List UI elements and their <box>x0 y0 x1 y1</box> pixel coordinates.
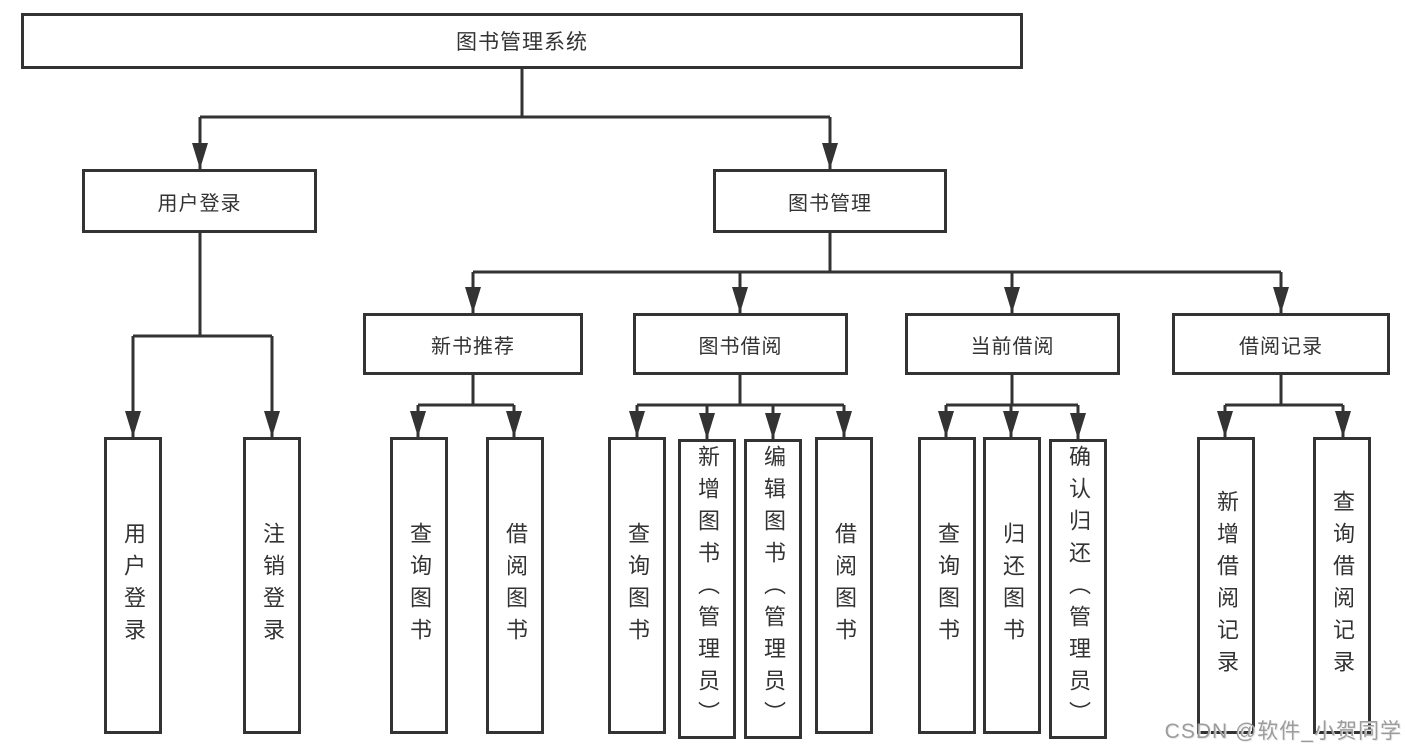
node-label: 借阅图书 <box>503 521 528 650</box>
leaf-query-borrow-record: 查询借阅记录 <box>1313 437 1371 734</box>
leaf-query-books-3: 查询图书 <box>918 437 976 734</box>
node-label: 归还图书 <box>1000 521 1025 650</box>
leaf-add-borrow-record: 新增借阅记录 <box>1197 437 1255 734</box>
watermark: CSDN @软件_小贺同学 <box>1164 720 1402 743</box>
node-label: 借阅记录 <box>1239 335 1323 358</box>
leaf-borrow-books-1: 借阅图书 <box>486 437 544 734</box>
node-label: 新增图书（管理员） <box>695 445 720 733</box>
node-label: 当前借阅 <box>970 335 1055 358</box>
node-label: 用户登录 <box>121 521 146 650</box>
leaf-add-books-admin: 新增图书（管理员） <box>678 439 736 739</box>
node-label: 新书推荐 <box>431 335 515 358</box>
node-label: 用户登录 <box>157 192 242 215</box>
node-user-login-branch: 用户登录 <box>82 169 317 233</box>
node-label: 借阅图书 <box>832 521 857 650</box>
leaf-query-books-2: 查询图书 <box>608 437 666 734</box>
node-label: 查询图书 <box>407 521 432 650</box>
node-label: 图书管理 <box>788 192 872 215</box>
leaf-logout: 注销登录 <box>243 437 301 734</box>
leaf-return-books: 归还图书 <box>983 437 1041 734</box>
node-label: 新增借阅记录 <box>1214 489 1239 682</box>
node-label: 查询借阅记录 <box>1330 489 1355 682</box>
node-root-library-system: 图书管理系统 <box>21 13 1023 69</box>
leaf-edit-books-admin: 编辑图书（管理员） <box>744 439 802 739</box>
node-label: 查询图书 <box>935 521 960 650</box>
node-borrow-records: 借阅记录 <box>1172 313 1390 375</box>
node-book-management: 图书管理 <box>713 169 947 233</box>
node-book-borrow: 图书借阅 <box>633 313 848 375</box>
leaf-query-books-1: 查询图书 <box>390 437 448 734</box>
node-current-borrow: 当前借阅 <box>905 313 1120 375</box>
node-label: 注销登录 <box>260 521 285 650</box>
node-label: 图书借阅 <box>698 335 783 358</box>
node-new-book-recommend: 新书推荐 <box>363 313 583 375</box>
leaf-confirm-return-admin: 确认归还（管理员） <box>1049 439 1107 739</box>
node-label: 查询图书 <box>625 521 650 650</box>
node-label: 图书管理系统 <box>456 31 588 54</box>
node-label: 确认归还（管理员） <box>1066 445 1091 733</box>
leaf-borrow-books-2: 借阅图书 <box>815 437 873 734</box>
leaf-user-login: 用户登录 <box>104 437 162 734</box>
node-label: 编辑图书（管理员） <box>761 445 786 733</box>
